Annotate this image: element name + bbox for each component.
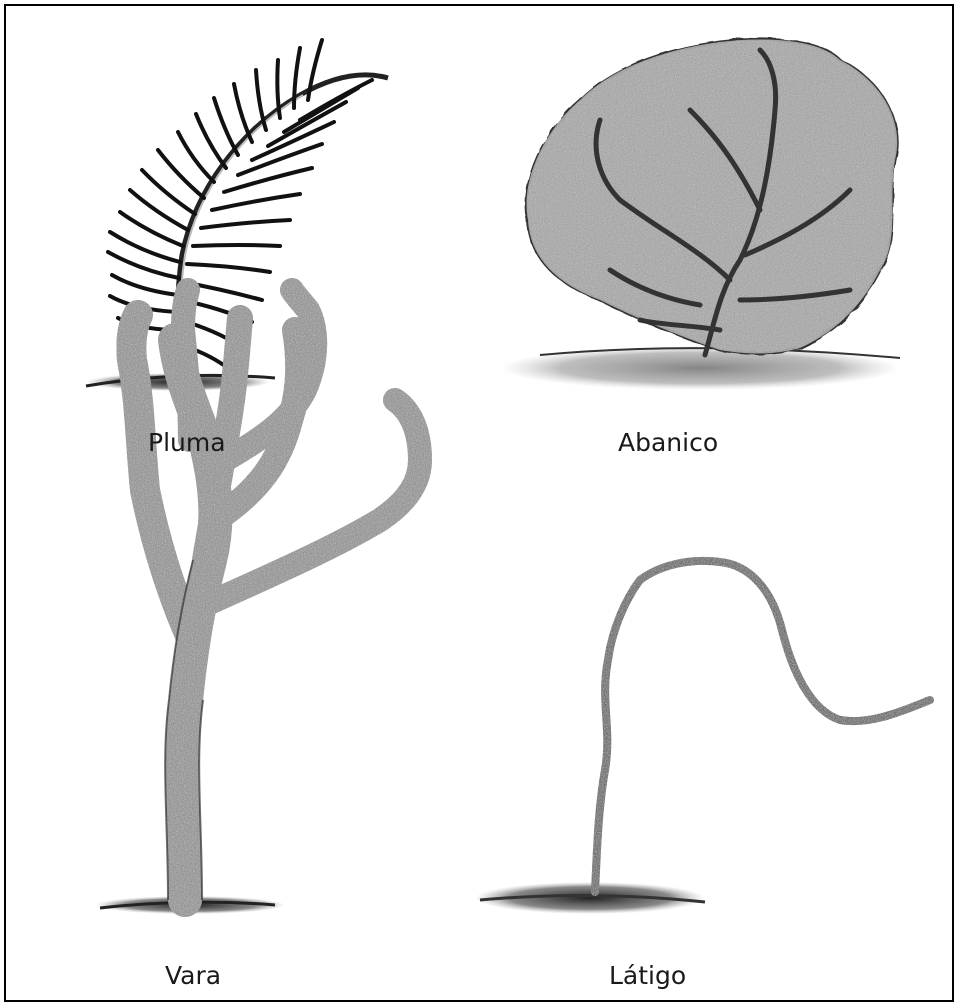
panel-label-vara: Vara: [165, 961, 221, 990]
panel-label-abanico: Abanico: [618, 428, 718, 457]
panel-label-latigo: Látigo: [609, 961, 686, 990]
fan-coral-icon: [500, 39, 900, 390]
whip-coral-icon: [475, 561, 930, 914]
panel-label-pluma: Pluma: [148, 428, 226, 457]
